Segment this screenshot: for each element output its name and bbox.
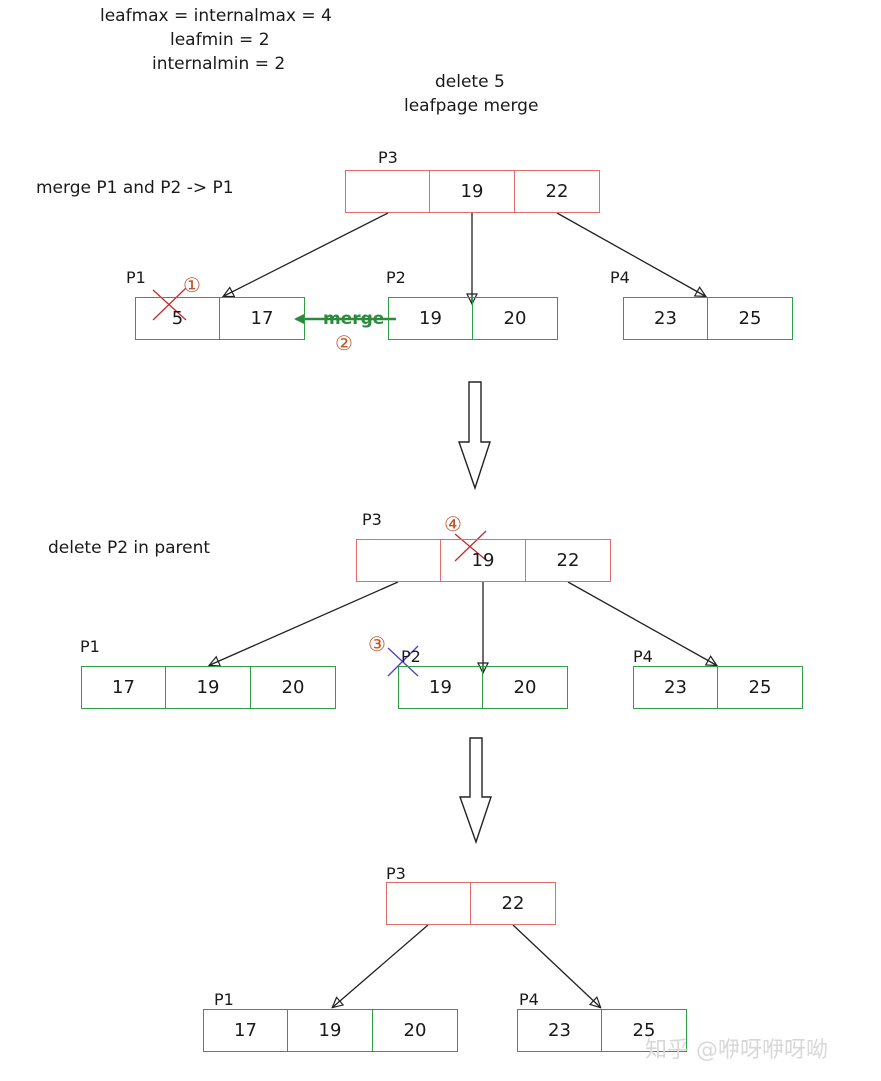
internalmin-line: internalmin = 2 — [152, 54, 286, 74]
down-arrow-1 — [458, 381, 491, 491]
step3-p4-label: P4 — [519, 990, 539, 1009]
step1-p2-label: P2 — [386, 268, 406, 287]
step2-p4-key-2: 25 — [718, 666, 803, 709]
step3-p1-key-1: 17 — [203, 1009, 288, 1052]
step1-p1-key-1: 5 — [135, 297, 220, 340]
cross-mark-p2 — [387, 647, 419, 677]
step1-note: merge P1 and P2 -> P1 — [36, 178, 234, 198]
step3-p1-node: 17 19 20 — [203, 1009, 458, 1052]
edge-p3-p4-step3 — [512, 924, 600, 1007]
step2-p3-label: P3 — [362, 510, 382, 529]
edge-p3-p4-step1 — [556, 212, 705, 296]
down-arrow-2 — [459, 737, 492, 845]
step1-p2-node: 19 20 — [388, 297, 558, 340]
step1-p4-key-2: 25 — [708, 297, 793, 340]
step3-p1-key-2: 19 — [288, 1009, 373, 1052]
step-marker-3: ③ — [368, 632, 386, 656]
step2-p4-node: 23 25 — [633, 666, 803, 709]
leafmax-line: leafmax = internalmax = 4 — [100, 6, 332, 26]
step3-p4-node: 23 25 — [517, 1009, 687, 1052]
edge-p3-p1-step1 — [224, 212, 389, 296]
step2-p1-node: 17 19 20 — [81, 666, 336, 709]
step1-p2-key-1: 19 — [388, 297, 473, 340]
step2-p2-key-2: 20 — [483, 666, 568, 709]
title-merge: leafpage merge — [404, 96, 539, 116]
step1-p4-label: P4 — [610, 268, 630, 287]
step2-p1-label: P1 — [80, 637, 100, 656]
cross-mark-19-b — [454, 530, 487, 562]
leafmin-line: leafmin = 2 — [170, 30, 270, 50]
step1-p4-key-1: 23 — [623, 297, 708, 340]
step3-p4-key-2: 25 — [602, 1009, 687, 1052]
step1-p3-node: 19 22 — [345, 170, 600, 213]
step2-p4-label: P4 — [633, 647, 653, 666]
step2-note: delete P2 in parent — [48, 538, 211, 558]
step2-p3-key-1 — [356, 539, 441, 582]
step3-p1-label: P1 — [214, 990, 234, 1009]
step2-p2-label: P2 — [401, 647, 421, 666]
step2-p3-key-2: 19 — [441, 539, 526, 582]
step-marker-2: ② — [335, 331, 353, 355]
cross-mark-5 — [152, 289, 187, 321]
step2-p1-key-1: 17 — [81, 666, 166, 709]
title-delete: delete 5 — [435, 72, 505, 92]
cross-mark-5-b — [152, 287, 187, 321]
edge-p3-p4-step2 — [567, 581, 716, 665]
step-marker-1: ① — [183, 273, 201, 297]
step1-p3-label: P3 — [378, 148, 398, 167]
edge-p3-p1-step2 — [210, 581, 399, 665]
edge-p3-p1-step3 — [333, 924, 429, 1007]
cross-mark-19 — [454, 533, 487, 561]
step2-p2-node: 19 20 — [398, 666, 568, 709]
step1-p3-key-1 — [345, 170, 430, 213]
step2-p1-key-2: 19 — [166, 666, 251, 709]
step3-p3-node: 22 — [386, 882, 556, 925]
step2-p3-key-3: 22 — [526, 539, 611, 582]
step1-p3-key-3: 22 — [515, 170, 600, 213]
step1-p2-key-2: 20 — [473, 297, 558, 340]
step3-p3-label: P3 — [386, 864, 406, 883]
step2-p1-key-3: 20 — [251, 666, 336, 709]
watermark: 知乎 @咿呀咿呀呦 — [645, 1038, 828, 1063]
step2-p4-key-1: 23 — [633, 666, 718, 709]
step3-p4-key-1: 23 — [517, 1009, 602, 1052]
step3-p3-key-2: 22 — [471, 882, 556, 925]
step1-p1-label: P1 — [126, 268, 146, 287]
step3-p3-key-1 — [386, 882, 471, 925]
step2-p2-key-1: 19 — [398, 666, 483, 709]
step2-p3-node: 19 22 — [356, 539, 611, 582]
step-marker-4: ④ — [444, 512, 462, 536]
merge-label: merge — [323, 309, 385, 329]
step3-p1-key-3: 20 — [373, 1009, 458, 1052]
step1-p1-node: 5 17 — [135, 297, 305, 340]
step1-p4-node: 23 25 — [623, 297, 793, 340]
step1-p3-key-2: 19 — [430, 170, 515, 213]
step1-p1-key-2: 17 — [220, 297, 305, 340]
cross-mark-p2-b — [387, 645, 419, 677]
